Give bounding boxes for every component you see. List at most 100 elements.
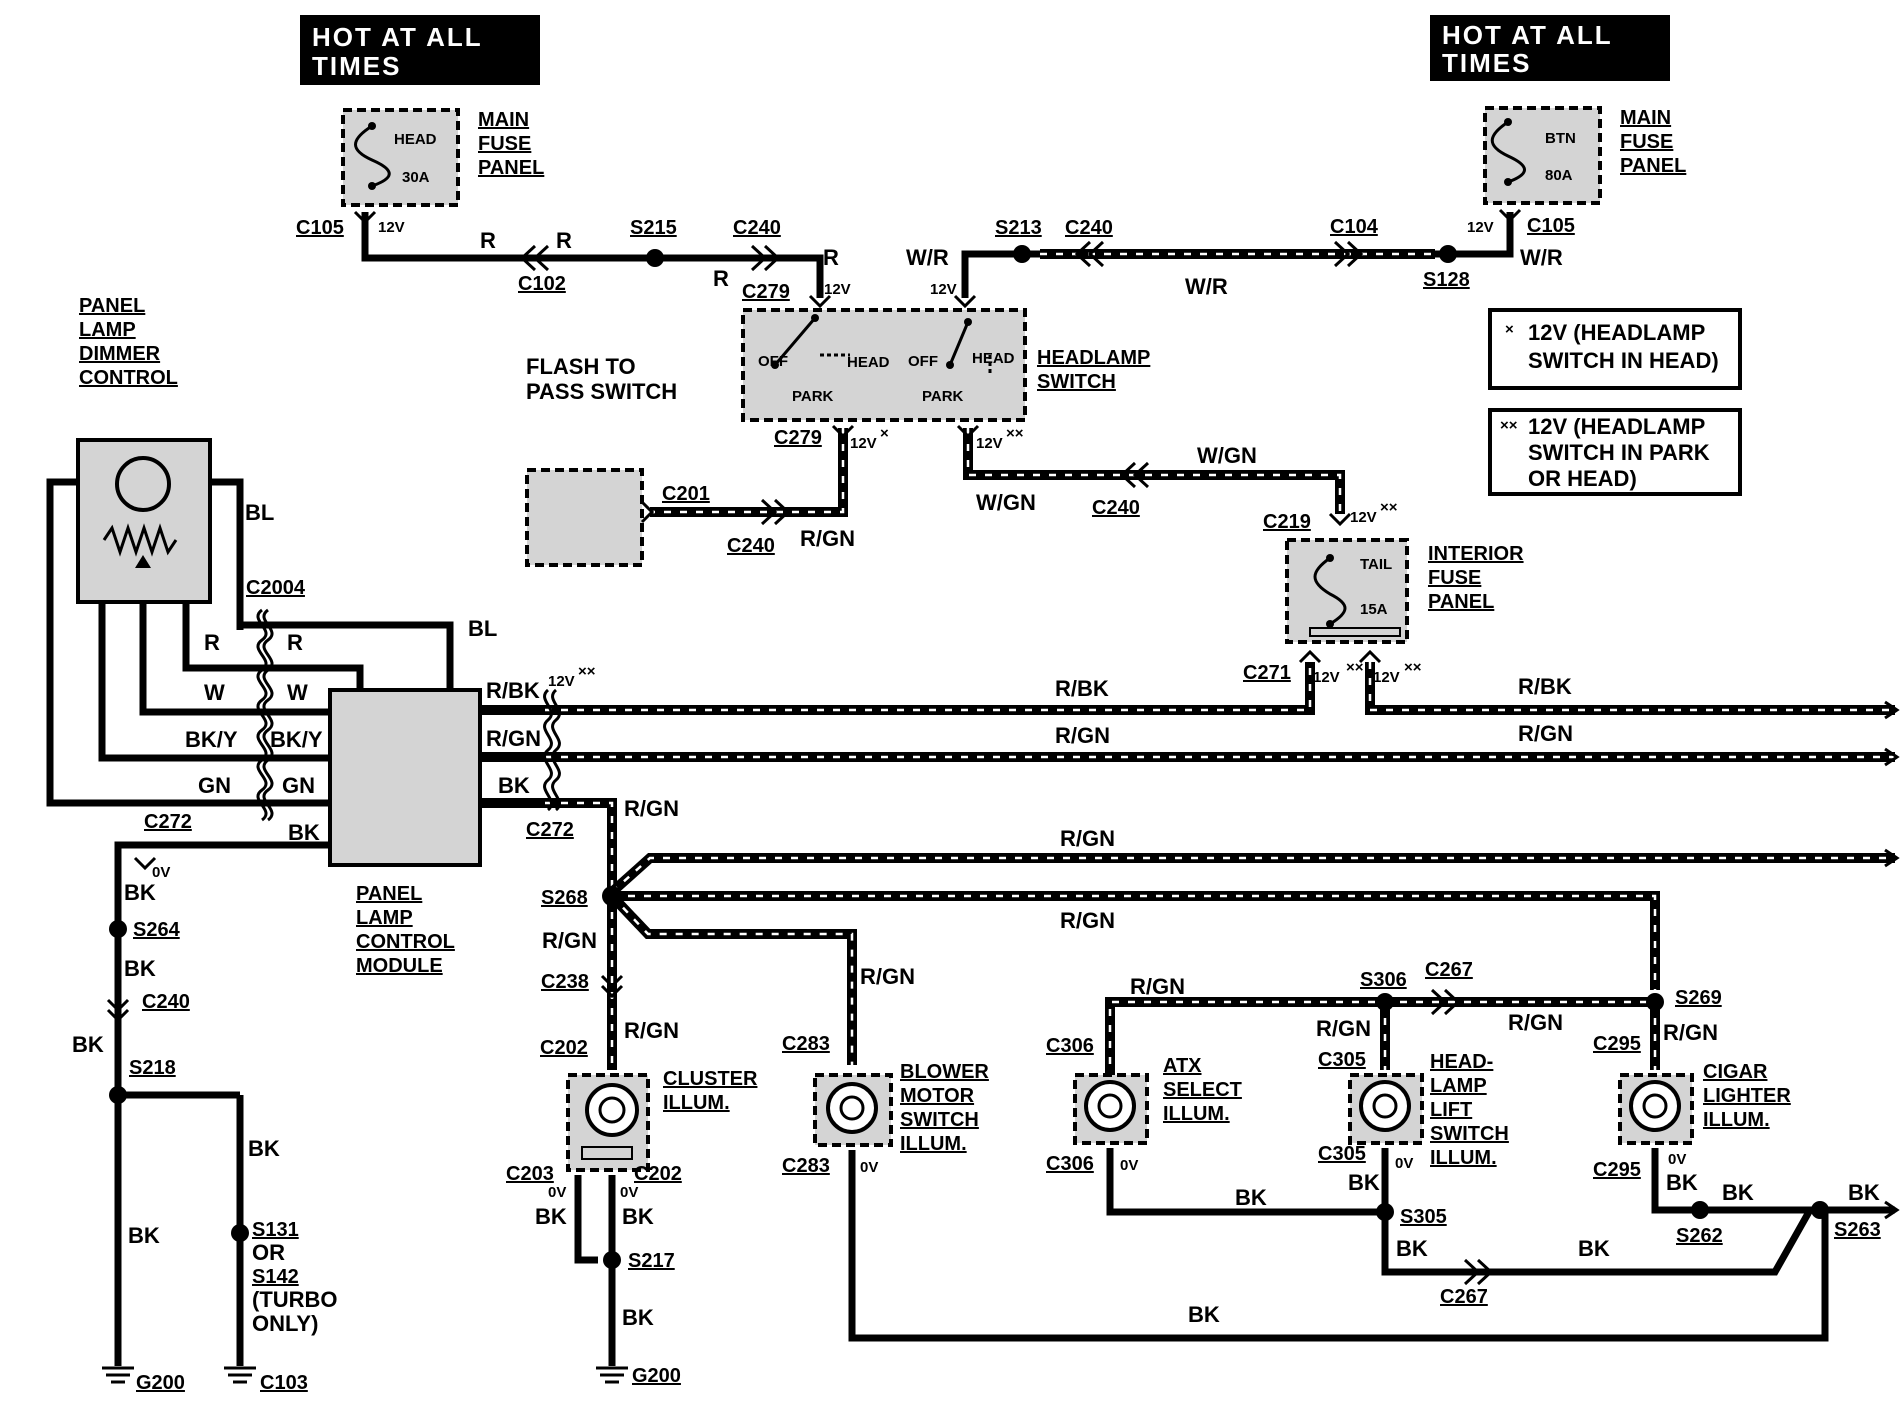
c272-chevron — [133, 856, 157, 871]
svg-text:ATX: ATX — [1163, 1055, 1202, 1077]
wire-rgn-5: R/GN — [542, 928, 597, 953]
wire-bk-c202: BK — [622, 1204, 654, 1229]
wire-r-2: R — [556, 228, 572, 253]
panel-lamp-dimmer-control — [76, 438, 212, 604]
svg-text:PARK: PARK — [922, 388, 964, 405]
ground-wires — [106, 920, 1900, 1366]
main-fuse-panel-right: BTN 80A MAIN FUSE PANEL — [1483, 106, 1686, 205]
wire-bk-module: BK — [288, 820, 320, 845]
wire-wgn-1: W/GN — [1197, 443, 1257, 468]
wire-bk-atx: BK — [1235, 1185, 1267, 1210]
wire-w-2: W — [287, 680, 308, 705]
wire-rgn-4: R/GN — [1060, 908, 1115, 933]
wire-bl-1: BL — [245, 500, 274, 525]
c105-left-label: C105 — [296, 217, 344, 239]
module-output-wires — [480, 662, 1900, 892]
wire-bky-2: BK/Y — [270, 727, 323, 752]
s263-label: S263 — [1834, 1219, 1881, 1241]
c2004-connector — [256, 608, 274, 822]
wire-wr-1: W/R — [906, 245, 949, 270]
s269-label: S269 — [1675, 987, 1722, 1009]
headlamp-switch: OFF HEAD PARK OFF HEAD PARK HEADLAMP SWI… — [741, 308, 1150, 422]
svg-text:ILLUM.: ILLUM. — [663, 1092, 730, 1114]
v0-c203: 0V — [548, 1184, 566, 1201]
s306-label: S306 — [1360, 969, 1407, 991]
s128-label: S128 — [1423, 269, 1470, 291]
svg-text:HEAD: HEAD — [394, 131, 437, 148]
wire-rgn-headlift: R/GN — [1316, 1016, 1371, 1041]
s268-label: S268 — [541, 887, 588, 909]
svg-text:BTN: BTN — [1545, 130, 1576, 147]
xx-mark-c271-right: ×× — [1404, 659, 1422, 676]
v0-c295: 0V — [1668, 1151, 1686, 1168]
ground-c103 — [224, 1366, 256, 1384]
c283-top-label: C283 — [782, 1033, 830, 1055]
wire-rgn-atx: R/GN — [1130, 974, 1185, 999]
svg-text:LIGHTER: LIGHTER — [1703, 1085, 1791, 1107]
v12x-c279: 12V — [850, 435, 877, 452]
svg-text:LAMP: LAMP — [79, 319, 136, 341]
s131-label: S131 — [252, 1219, 299, 1241]
legend-park-or-head: ×× 12V (HEADLAMP SWITCH IN PARK OR HEAD) — [1488, 408, 1742, 496]
wire-wr-3: W/R — [1520, 245, 1563, 270]
svg-text:TIMES: TIMES — [1442, 48, 1531, 78]
svg-text:ILLUM.: ILLUM. — [1163, 1103, 1230, 1125]
g200-left-label: G200 — [136, 1372, 185, 1394]
x-mark-c279: × — [880, 425, 889, 442]
svg-text:CLUSTER: CLUSTER — [663, 1068, 758, 1090]
hot-label-left: HOT AT ALL TIMES — [300, 15, 540, 85]
cigar-lighter-illum-label: CIGAR LIGHTER ILLUM. — [1703, 1061, 1791, 1131]
c272-left-label: C272 — [144, 811, 192, 833]
headlamp-lift-switch-illum-lamp — [1348, 1073, 1424, 1145]
c219-label: C219 — [1263, 511, 1311, 533]
v12-c105-left: 12V — [378, 219, 405, 236]
wire-bk-headlift: BK — [1348, 1170, 1380, 1195]
svg-text:PARK: PARK — [792, 388, 834, 405]
xx-mark-c271-left: ×× — [1346, 659, 1364, 676]
svg-text:OFF: OFF — [758, 353, 788, 370]
hot-label-right: HOT AT ALL TIMES — [1430, 15, 1670, 81]
c201-chevron — [640, 500, 655, 524]
svg-text:SWITCH IN PARK: SWITCH IN PARK — [1528, 440, 1710, 465]
c203-label: C203 — [506, 1163, 554, 1185]
wire-rbk-module: R/BK — [486, 678, 540, 703]
wire-bk-l1: BK — [124, 880, 156, 905]
svg-text:SWITCH: SWITCH — [1430, 1123, 1509, 1145]
wire-r-dim-1: R — [204, 630, 220, 655]
svg-text:×: × — [1505, 321, 1514, 338]
svg-text:MOTOR: MOTOR — [900, 1085, 975, 1107]
svg-text:PANEL: PANEL — [1620, 155, 1686, 177]
svg-text:HEAD-: HEAD- — [1430, 1051, 1493, 1073]
wire-rgn-cluster: R/GN — [624, 1018, 679, 1043]
v0-c305: 0V — [1395, 1155, 1413, 1172]
wire-rgn-2: R/GN — [1518, 721, 1573, 746]
c272-right-label: C272 — [526, 819, 574, 841]
rgn-distribution-wires — [600, 848, 1900, 1080]
svg-text:HOT AT ALL: HOT AT ALL — [1442, 20, 1613, 50]
wire-bk-s262: BK — [1722, 1180, 1754, 1205]
c267-top-label: C267 — [1425, 959, 1473, 981]
c279-bottom-label: C279 — [774, 427, 822, 449]
wire-bk-bottom: BK — [1188, 1302, 1220, 1327]
wire-bk-module-out: BK — [498, 773, 530, 798]
v12-c105-right: 12V — [1467, 219, 1494, 236]
top-feed-wires — [353, 208, 1522, 309]
svg-text:MODULE: MODULE — [356, 955, 443, 977]
cigar-lighter-illum-lamp — [1618, 1073, 1694, 1145]
c305-top-label: C305 — [1318, 1049, 1366, 1071]
wire-gn-1: GN — [198, 773, 231, 798]
wire-gn-2: GN — [282, 773, 315, 798]
svg-text:CONTROL: CONTROL — [79, 367, 178, 389]
v0-c272: 0V — [152, 864, 170, 881]
c2004-label: C2004 — [246, 577, 306, 599]
c306-bottom-label: C306 — [1046, 1153, 1094, 1175]
turbo-label-2: ONLY) — [252, 1311, 318, 1336]
svg-text:FUSE: FUSE — [478, 133, 531, 155]
c240-low-label: C240 — [727, 535, 775, 557]
svg-text:LIFT: LIFT — [1430, 1099, 1472, 1121]
svg-text:12V (HEADLAMP: 12V (HEADLAMP — [1528, 320, 1705, 345]
blower-motor-switch-illum-lamp — [813, 1073, 893, 1147]
c306-top-label: C306 — [1046, 1035, 1094, 1057]
svg-text:PASS SWITCH: PASS SWITCH — [526, 379, 677, 404]
